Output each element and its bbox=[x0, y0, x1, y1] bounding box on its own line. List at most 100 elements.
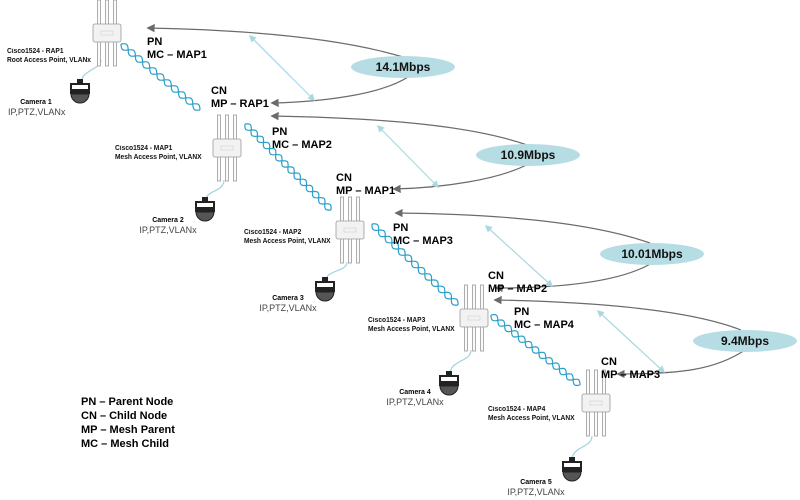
camera-band bbox=[441, 377, 457, 381]
throughput-bubble: 14.1Mbps bbox=[351, 56, 455, 78]
ap-desc: Mesh Access Point, VLANX bbox=[115, 154, 202, 161]
camera-desc: IP,PTZ,VLANx bbox=[139, 225, 197, 235]
ap-body bbox=[335, 220, 365, 240]
throughput-bubble: 9.4Mbps bbox=[693, 330, 797, 352]
mesh-cable-strand bbox=[244, 123, 332, 211]
ap-desc: Root Access Point, VLANx bbox=[7, 57, 92, 64]
camera-name: Camera 2 bbox=[152, 217, 184, 224]
camera-label-4: Camera 4 IP,PTZ,VLANx bbox=[385, 388, 445, 407]
role-detail: MP – MAP1 bbox=[336, 185, 396, 197]
flow-arrow bbox=[270, 76, 409, 108]
camera-desc: IP,PTZ,VLANx bbox=[8, 107, 66, 117]
ptz-camera-icon bbox=[439, 371, 459, 396]
bubble-shape bbox=[476, 144, 580, 166]
mesh-cable-strand bbox=[490, 314, 581, 385]
ptz-camera-icon bbox=[70, 79, 90, 104]
mesh-cable-strand bbox=[490, 315, 581, 386]
ap-name: Cisco1524 - MAP4 bbox=[488, 406, 546, 413]
legend-item-cn: CN – Child Node bbox=[81, 410, 168, 422]
ap-body bbox=[581, 393, 611, 413]
ap-name: Cisco1524 - RAP1 bbox=[7, 48, 64, 55]
bubble-shape bbox=[351, 56, 455, 78]
throughput-bubble: 10.01Mbps bbox=[600, 243, 704, 265]
ap-desc: Mesh Access Point, VLANX bbox=[244, 238, 331, 245]
camera-cable bbox=[325, 261, 348, 281]
ap-name: Cisco1524 - MAP3 bbox=[368, 317, 426, 324]
ap-badge bbox=[100, 30, 114, 36]
camera-label-1: Camera 1 IP,PTZ,VLANx bbox=[8, 98, 66, 117]
mesh-cable-strand bbox=[371, 224, 459, 306]
parent-node-label-2: PN MC – MAP2 bbox=[272, 126, 332, 152]
camera-band bbox=[564, 463, 580, 467]
camera-desc: IP,PTZ,VLANx bbox=[259, 303, 317, 313]
camera-band bbox=[317, 283, 333, 287]
camera-label-3: Camera 3 IP,PTZ,VLANx bbox=[258, 294, 318, 313]
legend: PN – Parent Node CN – Child Node MP – Me… bbox=[81, 395, 175, 451]
ap-badge bbox=[589, 400, 603, 406]
camera-cable bbox=[571, 435, 593, 461]
link-distance-arrow bbox=[596, 310, 666, 373]
camera-mount bbox=[77, 79, 83, 83]
role-code: PN bbox=[147, 36, 163, 48]
ptz-camera-icon bbox=[562, 457, 582, 482]
ptz-camera-icon bbox=[195, 197, 215, 222]
role-detail: MP – MAP3 bbox=[601, 369, 661, 381]
child-node-label-2: CN MP – MAP1 bbox=[336, 172, 395, 198]
ap-desc: Mesh Access Point, VLANX bbox=[488, 415, 575, 422]
bubble-shape bbox=[600, 243, 704, 265]
camera-name: Camera 3 bbox=[272, 295, 304, 302]
access-point-icon bbox=[212, 114, 242, 182]
ap-desc: Mesh Access Point, VLANX bbox=[368, 326, 455, 333]
legend-item-pn: PN – Parent Node bbox=[81, 396, 174, 408]
flow-arrow bbox=[392, 162, 531, 194]
access-point-icon bbox=[335, 196, 365, 264]
child-node-label-1: CN MP – RAP1 bbox=[211, 85, 269, 111]
child-node-label-3: CN MP – MAP2 bbox=[488, 270, 547, 296]
ap-body bbox=[459, 308, 489, 328]
role-code: CN bbox=[601, 356, 617, 368]
camera-name: Camera 1 bbox=[20, 99, 52, 106]
camera-mount bbox=[446, 371, 452, 375]
legend-item-mc: MC – Mesh Child bbox=[81, 438, 170, 450]
camera-dome bbox=[439, 385, 459, 396]
bubble-shape bbox=[693, 330, 797, 352]
role-detail: MP – MAP2 bbox=[488, 283, 548, 295]
throughput-rate: 14.1Mbps bbox=[376, 60, 431, 74]
camera-desc: IP,PTZ,VLANx bbox=[507, 487, 565, 497]
mesh-cable-strand bbox=[371, 223, 459, 305]
camera-name: Camera 5 bbox=[520, 479, 552, 486]
camera-mount bbox=[322, 277, 328, 281]
camera-dome bbox=[562, 471, 582, 482]
ptz-camera-icon bbox=[315, 277, 335, 302]
ap-body bbox=[92, 23, 122, 43]
child-node-label-4: CN MP – MAP3 bbox=[601, 356, 660, 382]
ap-badge bbox=[467, 315, 481, 321]
role-code: PN bbox=[393, 222, 409, 234]
ap-label-map4: Cisco1524 - MAP4 Mesh Access Point, VLAN… bbox=[488, 405, 575, 423]
ap-label-map3: Cisco1524 - MAP3 Mesh Access Point, VLAN… bbox=[368, 316, 455, 334]
ap-badge bbox=[220, 145, 234, 151]
camera-mount bbox=[569, 457, 575, 461]
role-detail: MP – RAP1 bbox=[211, 98, 269, 110]
parent-node-label-3: PN MC – MAP3 bbox=[393, 222, 453, 248]
role-code: PN bbox=[514, 306, 530, 318]
role-code: CN bbox=[211, 85, 227, 97]
ap-body bbox=[212, 138, 242, 158]
ap-label-map2: Cisco1524 - MAP2 Mesh Access Point, VLAN… bbox=[244, 228, 331, 246]
camera-desc: IP,PTZ,VLANx bbox=[386, 397, 444, 407]
throughput-rate: 10.9Mbps bbox=[501, 148, 556, 162]
mesh-cable-strand bbox=[120, 44, 201, 111]
camera-band bbox=[72, 85, 88, 89]
role-detail: MC – MAP4 bbox=[514, 319, 574, 331]
ap-name: Cisco1524 - MAP2 bbox=[244, 229, 302, 236]
ap-name: Cisco1524 - MAP1 bbox=[115, 145, 173, 152]
ap-label-rap1: Cisco1524 - RAP1 Root Access Point, VLAN… bbox=[7, 47, 91, 65]
access-point-icon bbox=[459, 284, 489, 352]
camera-name: Camera 4 bbox=[399, 389, 431, 396]
role-code: CN bbox=[336, 172, 352, 184]
parent-node-label-1: PN MC – MAP1 bbox=[147, 36, 207, 62]
parent-node-label-4: PN MC – MAP4 bbox=[514, 306, 574, 332]
camera-dome bbox=[70, 93, 90, 104]
role-detail: MC – MAP3 bbox=[393, 235, 453, 247]
